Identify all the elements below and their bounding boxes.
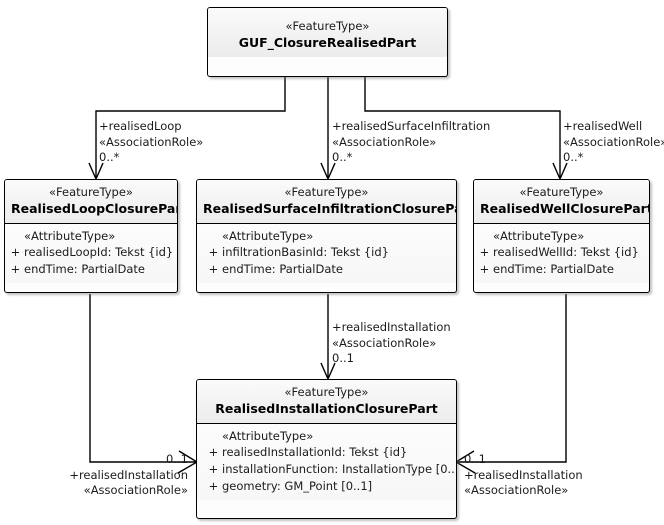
class-name: RealisedLoopClosurePart: [11, 201, 178, 216]
attribute-row: + realisedWellId: Tekst {id}: [476, 244, 647, 261]
association-role: +realisedSurfaceInfiltration: [332, 119, 491, 133]
class-realised-well-closure-part[interactable]: «FeatureType» RealisedWellClosurePart «A…: [473, 179, 650, 293]
attribute-text: installationFunction: InstallationType […: [222, 462, 457, 476]
association-stereotype: «AssociationRole»: [332, 134, 437, 149]
visibility-marker: +: [208, 445, 219, 459]
attribute-row: + endTime: PartialDate: [7, 261, 175, 278]
visibility-marker: +: [208, 462, 219, 476]
class-realised-installation-closure-part[interactable]: «FeatureType» RealisedInstallationClosur…: [196, 379, 457, 519]
association-multiplicity: 0..1: [332, 351, 354, 365]
association-multiplicity: 0..1: [166, 452, 188, 466]
class-stereotype: «FeatureType»: [49, 185, 133, 199]
association-role: +realisedLoop: [99, 119, 182, 133]
attribute-row: + endTime: PartialDate: [205, 261, 454, 278]
attribute-compartment-stereotype: «AttributeType»: [493, 229, 585, 243]
association-label-realised-installation-left: 0..1 +realisedInstallation «AssociationR…: [0, 452, 188, 499]
association-stereotype: «AssociationRole»: [332, 335, 437, 350]
class-stereotype: «FeatureType»: [519, 185, 604, 199]
association-stereotype: «AssociationRole»: [464, 483, 569, 497]
visibility-marker: +: [479, 262, 490, 276]
association-multiplicity: 0..*: [332, 150, 353, 164]
class-header: «FeatureType» GUF_ClosureRealisedPart: [208, 8, 447, 57]
association-label-realised-well: +realisedWell «AssociationRole» 0..*: [563, 119, 664, 166]
class-attributes: «AttributeType» + realisedWellId: Tekst …: [474, 224, 649, 283]
class-guf-closure-realised-part[interactable]: «FeatureType» GUF_ClosureRealisedPart: [207, 7, 448, 77]
visibility-marker: +: [479, 245, 490, 259]
association-multiplicity: 0..*: [99, 150, 120, 164]
attribute-text: endTime: PartialDate: [493, 262, 614, 276]
attribute-row: + geometry: GM_Point [0..1]: [205, 478, 454, 495]
attribute-text: infiltrationBasinId: Tekst {id}: [222, 245, 389, 259]
connector-realised-installation-right: [457, 294, 567, 463]
attribute-text: endTime: PartialDate: [24, 262, 145, 276]
association-multiplicity: 0..*: [563, 150, 584, 164]
class-attributes: «AttributeType» + realisedInstallationId…: [197, 424, 456, 500]
association-role: +realisedInstallation: [69, 467, 188, 482]
class-attributes: «AttributeType» + infiltrationBasinId: T…: [197, 224, 456, 283]
class-stereotype: «FeatureType»: [285, 19, 370, 33]
attribute-text: realisedWellId: Tekst {id}: [493, 245, 639, 259]
class-header: «FeatureType» RealisedSurfaceInfiltratio…: [197, 180, 456, 224]
class-name: RealisedWellClosurePart: [480, 201, 650, 216]
association-role: +realisedInstallation: [332, 320, 451, 334]
attribute-compartment-stereotype: «AttributeType»: [222, 429, 314, 443]
class-stereotype: «FeatureType»: [284, 385, 369, 399]
attribute-compartment-stereotype: «AttributeType»: [24, 229, 116, 243]
class-header: «FeatureType» RealisedLoopClosurePart: [5, 180, 177, 224]
class-header: «FeatureType» RealisedWellClosurePart: [474, 180, 649, 224]
class-attributes: «AttributeType» + realisedLoopId: Tekst …: [5, 224, 177, 283]
visibility-marker: +: [10, 262, 21, 276]
attribute-row: + installationFunction: InstallationType…: [205, 461, 457, 478]
attribute-row: + realisedLoopId: Tekst {id}: [7, 244, 175, 261]
class-header: «FeatureType» RealisedInstallationClosur…: [197, 380, 456, 424]
attribute-text: realisedInstallationId: Tekst {id}: [222, 445, 408, 459]
association-label-realised-surface-infiltration: +realisedSurfaceInfiltration «Associatio…: [332, 119, 490, 166]
association-role: +realisedWell: [563, 119, 643, 133]
association-label-realised-installation-right: 0..1 +realisedInstallation «AssociationR…: [464, 452, 583, 499]
attribute-text: geometry: GM_Point [0..1]: [222, 479, 373, 493]
visibility-marker: +: [208, 245, 219, 259]
visibility-marker: +: [208, 479, 219, 493]
class-realised-surface-infiltration-closure-part[interactable]: «FeatureType» RealisedSurfaceInfiltratio…: [196, 179, 457, 293]
association-multiplicity: 0..1: [464, 452, 486, 466]
attribute-row: + infiltrationBasinId: Tekst {id}: [205, 244, 454, 261]
visibility-marker: +: [208, 262, 219, 276]
association-label-realised-loop: +realisedLoop «AssociationRole» 0..*: [99, 119, 203, 166]
class-name: RealisedSurfaceInfiltrationClosurePart: [203, 201, 457, 216]
association-label-realised-installation-middle: +realisedInstallation «AssociationRole» …: [332, 320, 451, 367]
association-stereotype: «AssociationRole»: [99, 134, 204, 149]
class-realised-loop-closure-part[interactable]: «FeatureType» RealisedLoopClosurePart «A…: [4, 179, 178, 293]
attribute-compartment-stereotype: «AttributeType»: [222, 229, 314, 243]
attribute-text: endTime: PartialDate: [222, 262, 343, 276]
class-name: RealisedInstallationClosurePart: [215, 401, 438, 416]
class-stereotype: «FeatureType»: [284, 185, 369, 199]
association-stereotype: «AssociationRole»: [563, 134, 664, 149]
class-name: GUF_ClosureRealisedPart: [238, 35, 417, 50]
association-role: +realisedInstallation: [464, 467, 583, 482]
association-stereotype: «AssociationRole»: [83, 483, 188, 497]
attribute-text: realisedLoopId: Tekst {id}: [24, 245, 174, 259]
attribute-row: + realisedInstallationId: Tekst {id}: [205, 444, 454, 461]
attribute-row: + endTime: PartialDate: [476, 261, 647, 278]
visibility-marker: +: [10, 245, 21, 259]
connector-realised-installation-left: [89, 294, 196, 463]
